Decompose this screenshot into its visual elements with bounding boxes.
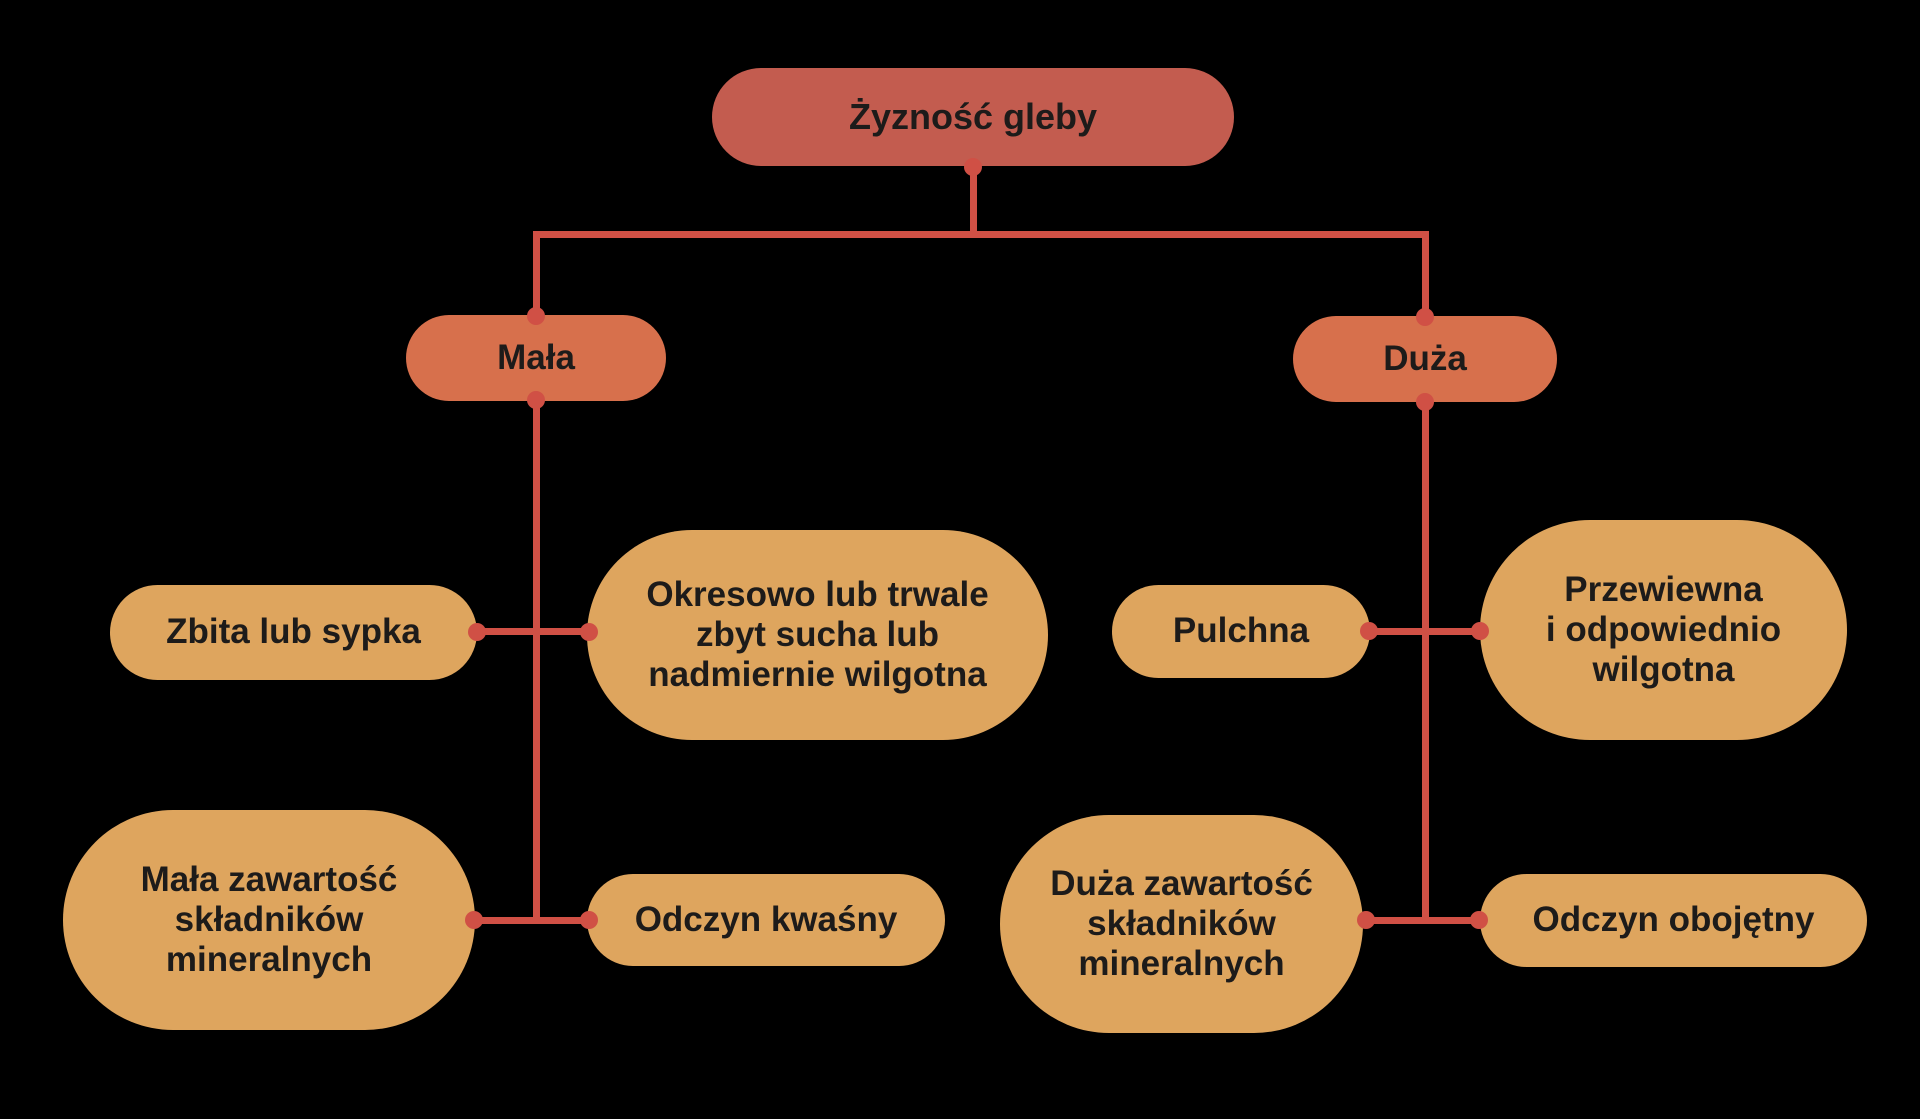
- node-duza-label: Duża: [1383, 338, 1467, 378]
- connector-dot-pulchna-right: [1360, 622, 1378, 640]
- connector-row2-left: [473, 917, 590, 924]
- node-okresowo-zbyt-sucha-lub-wilgotna: Okresowo lub trwale zbyt sucha lub nadmi…: [587, 530, 1048, 740]
- node-zyznosc-gleby: Żyzność gleby: [712, 68, 1234, 166]
- node-mala-zawartosc-mineralnych: Mała zawartość składników mineralnych: [63, 810, 475, 1030]
- node-pulchna-label: Pulchna: [1172, 611, 1310, 651]
- node-odczyn-kwasny: Odczyn kwaśny: [587, 874, 945, 966]
- node-mala-zawartosc-label: Mała zawartość składników mineralnych: [140, 859, 398, 980]
- node-duza-zawartosc-label: Duża zawartość składników mineralnych: [1050, 863, 1313, 984]
- node-duza-zawartosc-mineralnych: Duża zawartość składników mineralnych: [1000, 815, 1363, 1033]
- connector-branch-bar: [533, 231, 1429, 238]
- node-pulchna: Pulchna: [1112, 585, 1370, 678]
- connector-trunk-duza: [1422, 399, 1429, 923]
- connector-dot-odczyn-obojetny-left: [1470, 911, 1488, 929]
- connector-drop-duza: [1422, 231, 1429, 320]
- connector-dot-mala-bottom: [527, 391, 545, 409]
- connector-dot-okresowo-left: [580, 623, 598, 641]
- connector-dot-duza-zawartosc-right: [1357, 911, 1375, 929]
- connector-dot-mala-zawartosc-right: [465, 911, 483, 929]
- connector-trunk-mala: [533, 398, 540, 923]
- node-mala-label: Mała: [497, 337, 575, 377]
- connector-dot-duza-top: [1416, 308, 1434, 326]
- connector-row2-right: [1363, 917, 1482, 924]
- node-przewiewna-wilgotna: Przewiewna i odpowiednio wilgotna: [1480, 520, 1847, 740]
- connector-dot-zbita-right: [468, 623, 486, 641]
- node-zbita-lub-sypka-label: Zbita lub sypka: [166, 612, 421, 652]
- connector-dot-root-bottom: [964, 158, 982, 176]
- connector-row1-left: [477, 628, 590, 635]
- node-duza: Duża: [1293, 316, 1557, 402]
- connector-root-trunk: [970, 160, 977, 238]
- node-zbita-lub-sypka: Zbita lub sypka: [110, 585, 477, 680]
- connector-dot-duza-bottom: [1416, 393, 1434, 411]
- connector-drop-mala: [533, 231, 540, 319]
- node-przewiewna-label: Przewiewna i odpowiednio wilgotna: [1545, 569, 1782, 690]
- node-mala: Mała: [406, 315, 666, 401]
- connector-row1-right: [1368, 628, 1482, 635]
- connector-dot-przewiewna-left: [1471, 622, 1489, 640]
- connector-dot-mala-top: [527, 307, 545, 325]
- node-okresowo-label: Okresowo lub trwale zbyt sucha lub nadmi…: [646, 574, 989, 695]
- node-odczyn-obojetny-label: Odczyn obojętny: [1532, 900, 1815, 940]
- connector-dot-odczyn-kwasny-left: [580, 911, 598, 929]
- node-odczyn-kwasny-label: Odczyn kwaśny: [634, 899, 898, 939]
- node-zyznosc-gleby-label: Żyzność gleby: [848, 96, 1098, 138]
- node-odczyn-obojetny: Odczyn obojętny: [1480, 874, 1867, 967]
